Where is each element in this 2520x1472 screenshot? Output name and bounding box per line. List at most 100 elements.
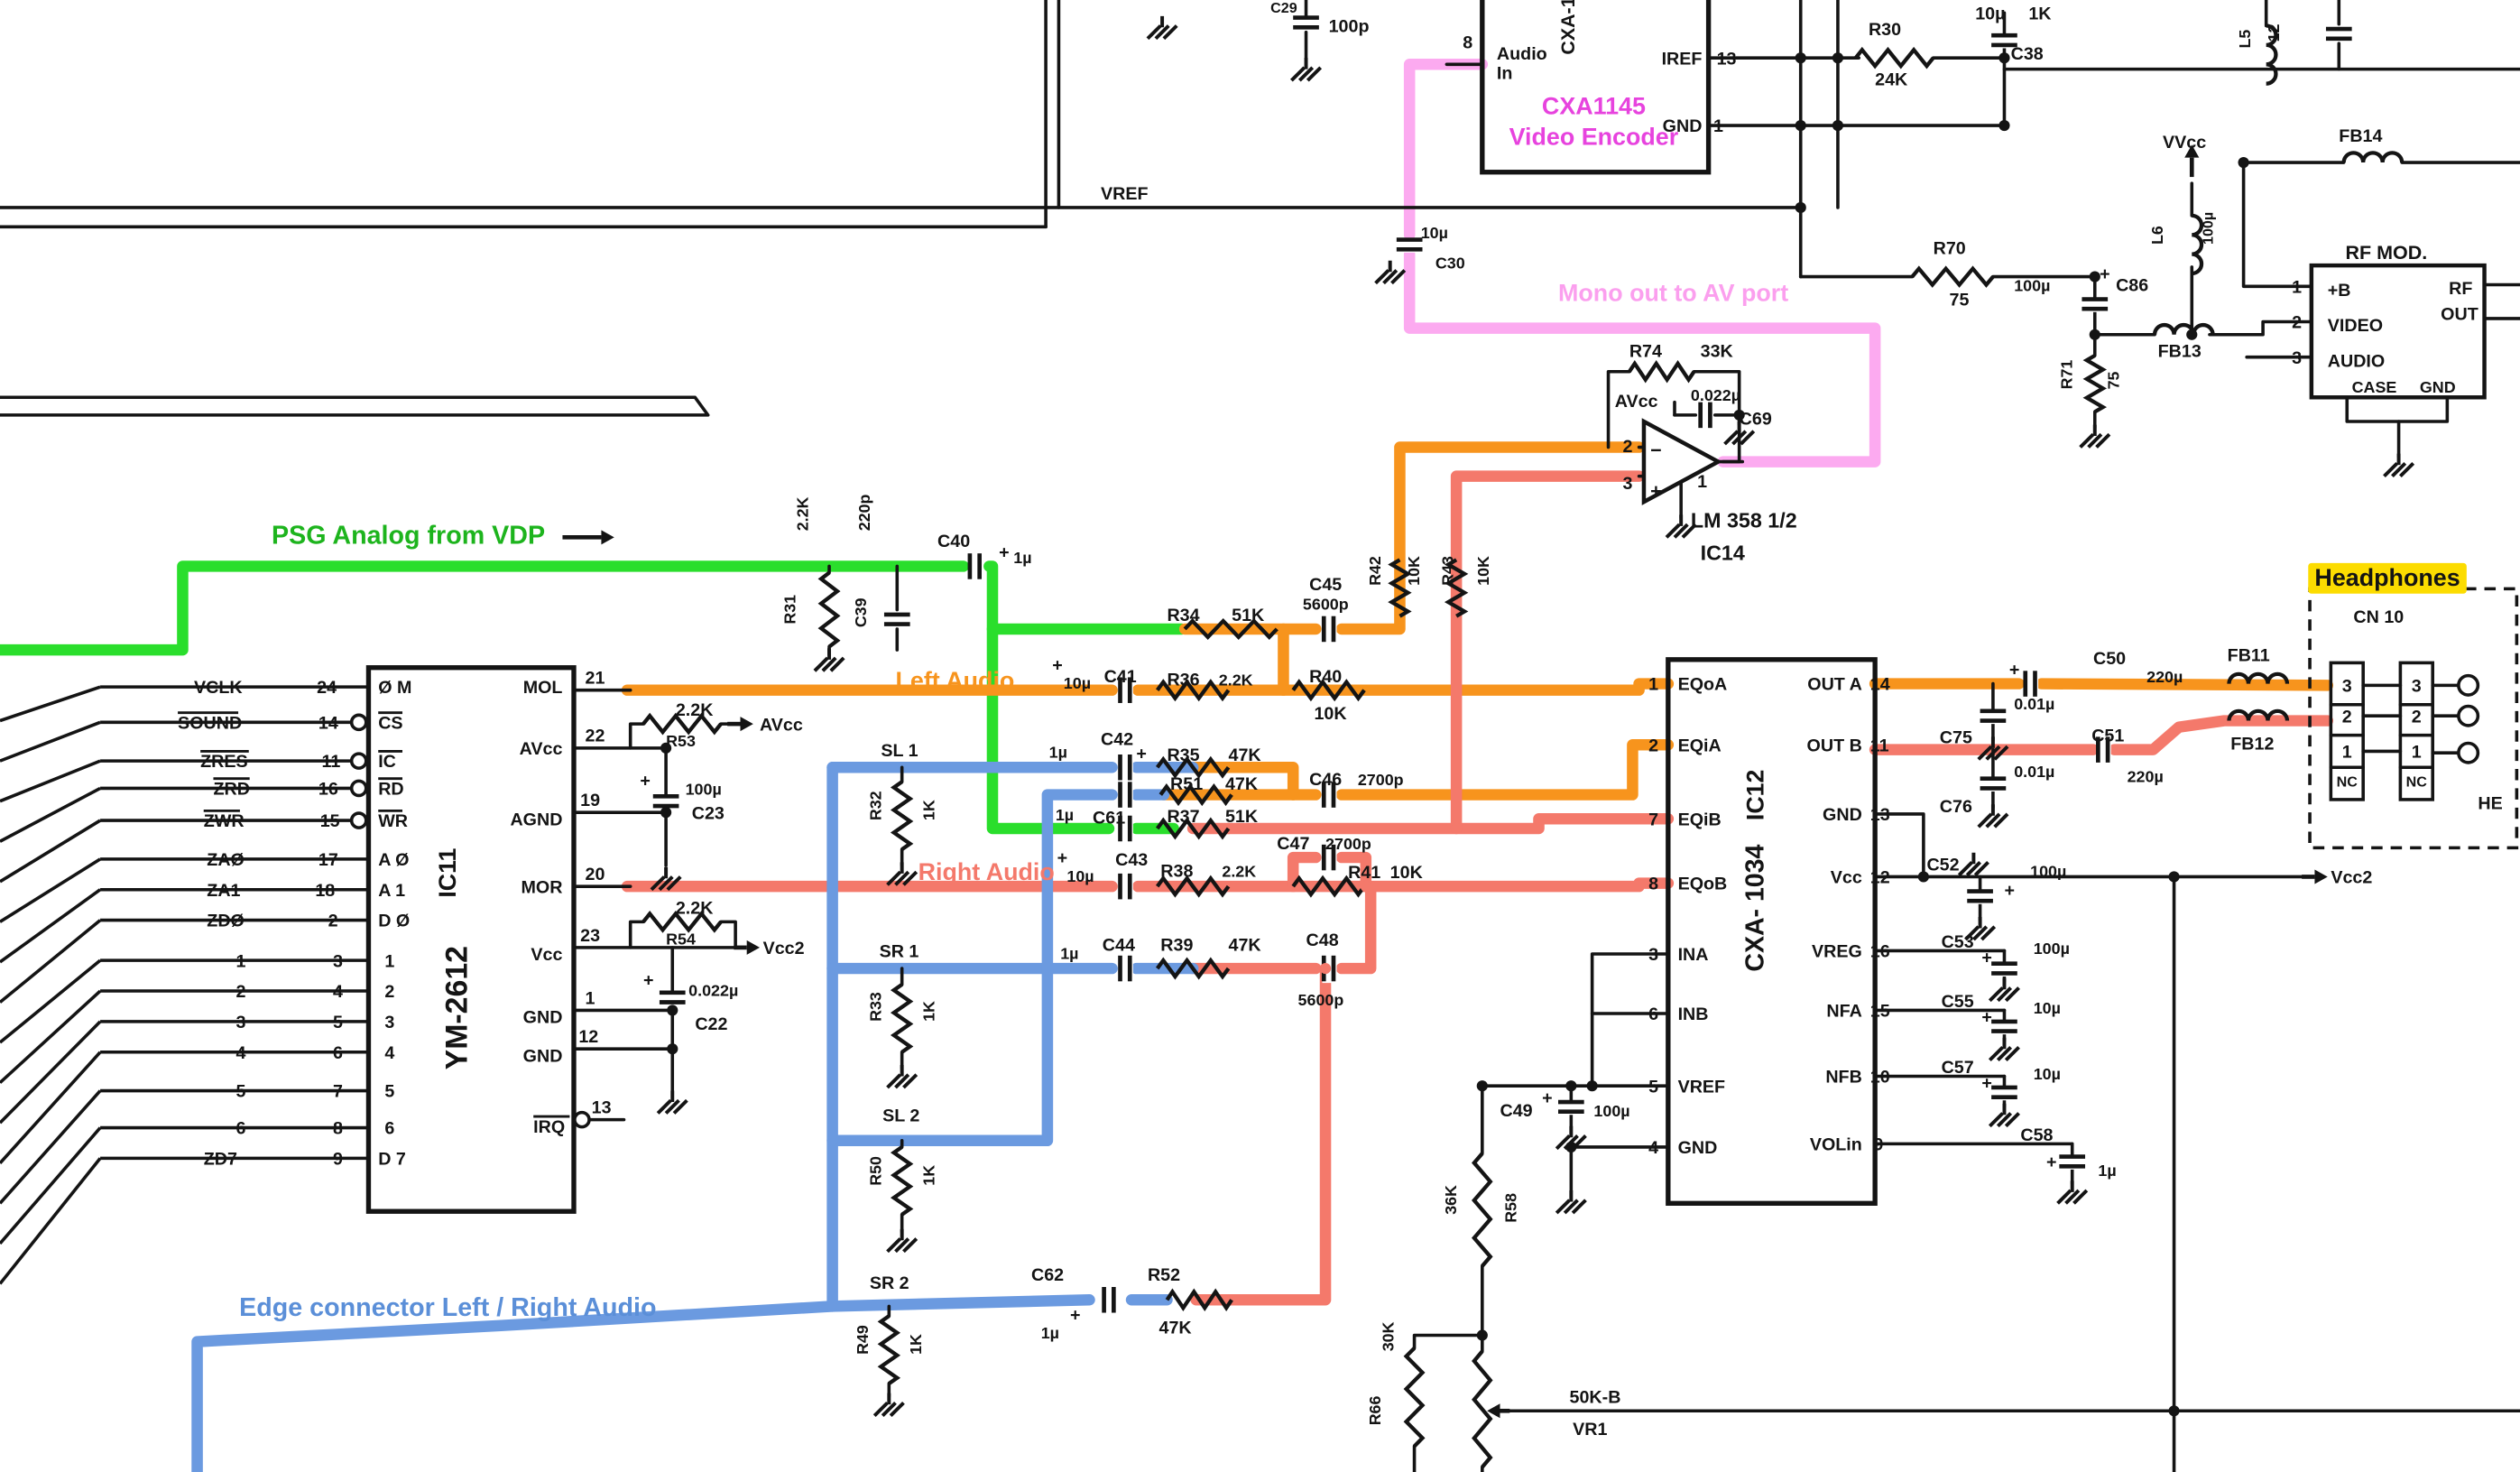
- schematic-label: 1K: [2028, 4, 2051, 23]
- schematic-label: 8: [1648, 875, 1658, 894]
- schematic-label: R49: [854, 1325, 872, 1355]
- schematic-label: 36K: [1442, 1185, 1460, 1215]
- schematic-label: EQiB: [1678, 810, 1722, 829]
- left-orange-wire: [1223, 762, 1299, 801]
- schematic-label: 1µ: [1041, 1324, 1059, 1342]
- schematic-label: Vcc: [1831, 868, 1862, 888]
- schematic-label: R50: [866, 1156, 884, 1186]
- schematic-label: 5: [333, 1013, 343, 1032]
- schematic-label: MOR: [521, 877, 562, 897]
- junction-dot: [660, 807, 672, 819]
- schematic-label: 2: [236, 982, 246, 1002]
- resistor: [1291, 875, 1366, 898]
- resistor: [2082, 354, 2108, 414]
- schematic-label: Audio: [1497, 44, 1547, 64]
- schematic-label: SR 1: [880, 942, 919, 962]
- schematic-label: 6: [333, 1043, 343, 1063]
- arrow-icon: [1487, 1403, 1500, 1419]
- schematic-label: 6: [1648, 1004, 1658, 1024]
- schematic-label: AUDIO: [2328, 351, 2385, 371]
- bw-wire: [628, 920, 645, 949]
- schematic-label: 13: [1870, 805, 1890, 825]
- schematic-label: 1: [2292, 277, 2302, 297]
- ym-bus-fan: [0, 1126, 102, 1245]
- resistor: [1403, 1347, 1426, 1448]
- resistor: [1444, 558, 1469, 618]
- schematic-label: AVcc: [760, 715, 803, 735]
- ground-icon: [1374, 260, 1407, 285]
- schematic-label: +: [1057, 848, 1068, 868]
- schematic-label: C47: [1277, 834, 1309, 854]
- annotation-headphones: Headphones: [2308, 562, 2467, 594]
- schematic-label: 3: [1648, 945, 1658, 965]
- schematic-label: Vcc2: [2331, 868, 2372, 888]
- schematic-label: 3: [236, 1013, 246, 1032]
- schematic-label: 5600p: [1298, 991, 1344, 1009]
- schematic-label: VREF: [1101, 184, 1149, 204]
- schematic-label: C75: [1940, 728, 1972, 748]
- schematic-label: VR1: [1573, 1420, 1607, 1440]
- ym-bus-fan: [0, 1051, 102, 1164]
- schematic-label: 5: [1648, 1077, 1658, 1097]
- schematic-label: R38: [1160, 862, 1193, 882]
- left-orange-wire: [1131, 678, 1675, 696]
- ground-icon: [2079, 424, 2111, 449]
- schematic-label: 6: [384, 1119, 394, 1139]
- schematic-label: 15: [1870, 1002, 1890, 1022]
- schematic-label: 10K: [1474, 556, 1492, 586]
- schematic-label: EQoB: [1678, 875, 1728, 894]
- arrow-icon: [2314, 869, 2328, 884]
- ferrite-bead-icon: [2152, 323, 2215, 335]
- junction-dot: [826, 1134, 838, 1146]
- bw-wire: [2345, 395, 2450, 423]
- schematic-label: 12: [1870, 868, 1890, 888]
- connector-circle: [573, 1110, 591, 1129]
- schematic-label: R36: [1167, 670, 1199, 690]
- schematic-label: 1: [384, 951, 394, 971]
- junction-dot: [1451, 822, 1463, 835]
- ground-icon: [872, 1393, 905, 1417]
- schematic-label: 4: [384, 1043, 394, 1063]
- schematic-label: AVcc: [1615, 392, 1658, 412]
- schematic-label: C22: [695, 1014, 727, 1034]
- junction-dot: [826, 963, 838, 975]
- schematic-label: C57: [1942, 1058, 1974, 1078]
- schematic-label: 2: [1648, 736, 1658, 755]
- schematic-label: IC12: [1741, 770, 1768, 820]
- schematic-label: 75: [1950, 291, 1970, 310]
- schematic-label: 2: [2292, 313, 2302, 333]
- schematic-label: IRQ: [533, 1117, 565, 1137]
- schematic-label: AVcc: [520, 739, 563, 759]
- schematic-label: C29: [1270, 0, 1297, 16]
- schematic-label: 3: [2342, 677, 2352, 697]
- schematic-label: +: [1981, 1074, 1992, 1094]
- mono-pink-wire: [1403, 248, 1881, 468]
- schematic-label: R30: [1869, 20, 1901, 40]
- schematic-label: 2.2K: [1219, 671, 1253, 689]
- schematic-label: MOL: [523, 678, 563, 698]
- schematic-label: C50: [2093, 649, 2126, 669]
- schematic-label: 220p: [855, 495, 873, 532]
- schematic-label: C42: [1101, 729, 1133, 749]
- bw-wire: [1412, 1333, 1484, 1350]
- schematic-label: A Ø: [378, 850, 409, 870]
- schematic-label: SL 1: [881, 741, 918, 761]
- schematic-label: 10µ: [1975, 4, 2005, 23]
- ground-icon: [813, 648, 845, 672]
- schematic-label: +B: [2328, 281, 2351, 301]
- schematic-label: 10µ: [1066, 867, 1094, 885]
- schematic-label: Vcc2: [763, 939, 805, 958]
- junction-dot: [1288, 789, 1299, 801]
- ym-bus-fan: [0, 857, 102, 923]
- resistor: [642, 712, 723, 736]
- schematic-label: C52: [1926, 855, 1959, 875]
- schematic-label: 1µ: [1013, 549, 1031, 567]
- schematic-label: 75: [2105, 371, 2123, 389]
- schematic-label: 24: [317, 678, 337, 698]
- schematic-label: 11: [1870, 736, 1889, 755]
- schematic-label: 18: [315, 881, 335, 901]
- schematic-label: R35: [1167, 745, 1199, 765]
- schematic-label: R71: [2058, 360, 2076, 390]
- schematic-label: C51: [2091, 727, 2124, 746]
